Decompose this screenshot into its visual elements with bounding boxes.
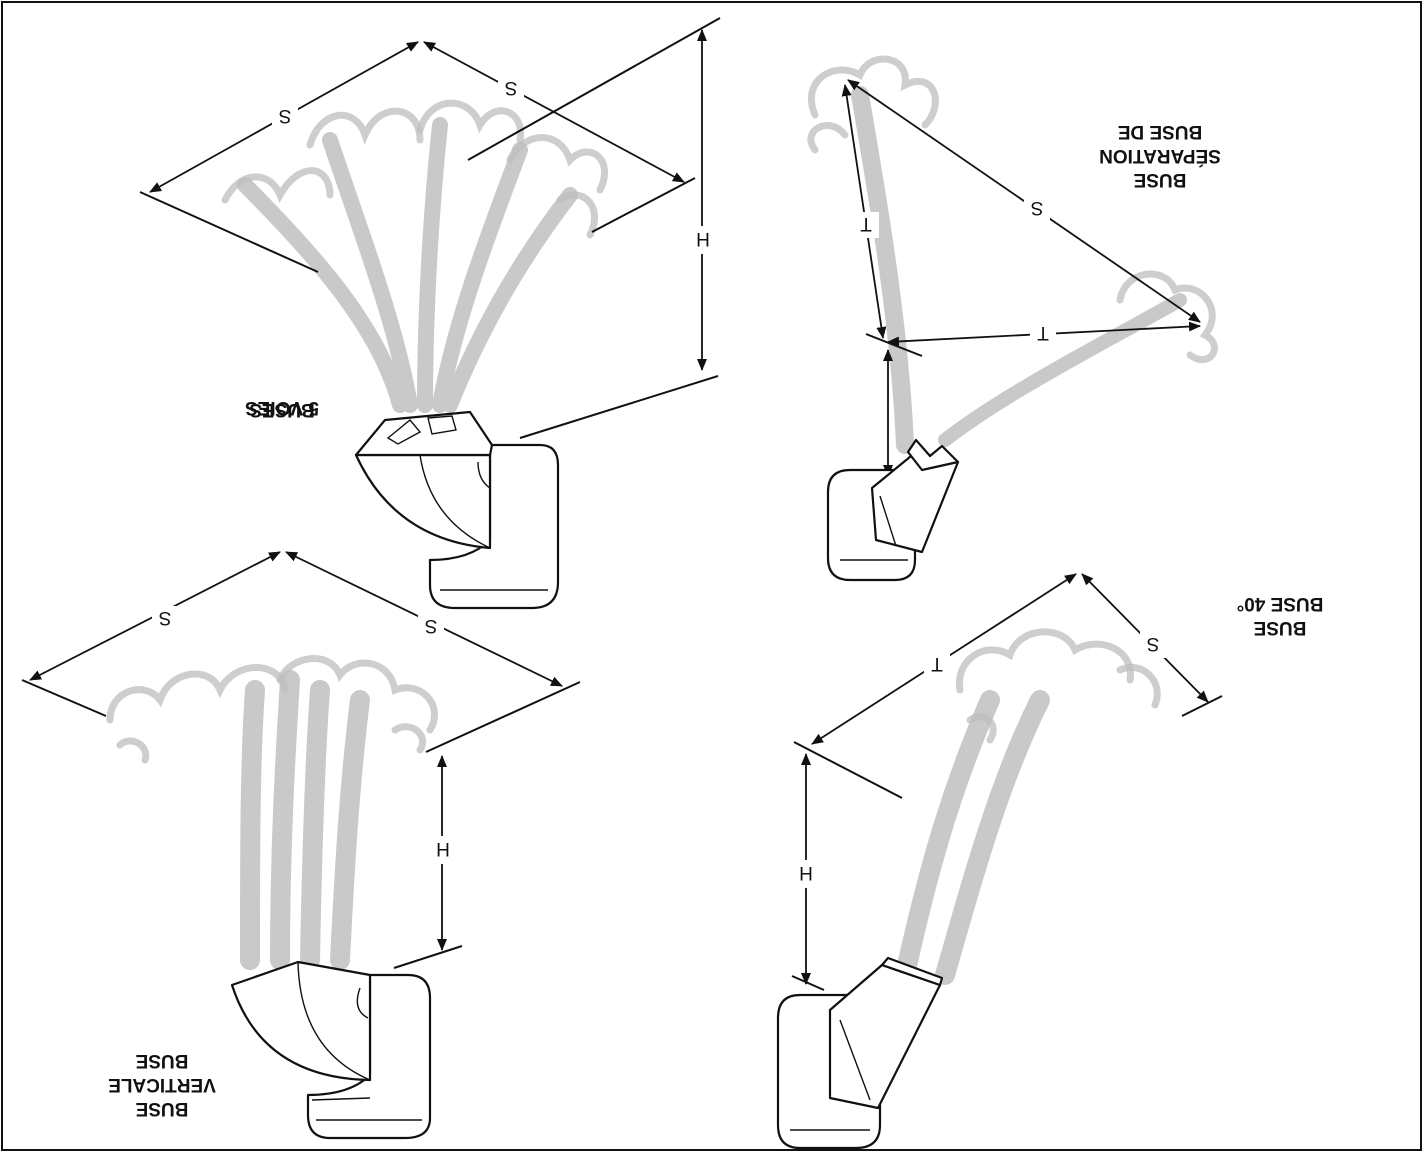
five-way-extension-left — [139, 191, 319, 273]
forty-degree-nozzle-body — [776, 956, 944, 1150]
separation-base-tick — [865, 333, 923, 357]
vertical-extension-right — [425, 681, 581, 753]
vertical-nozzle-group: S S H BUSE VERTICALE BUSE — [21, 551, 581, 1140]
forty-degree-extension-right — [1181, 695, 1223, 717]
forty-degree-extension-top — [793, 741, 903, 799]
five-way-spread-right-arrow — [423, 41, 685, 183]
five-way-name-line1: BUSES — [249, 399, 314, 420]
five-way-extension-right — [591, 177, 696, 233]
separation-nozzle-body — [826, 438, 960, 582]
vertical-extension-bottom — [393, 945, 463, 969]
five-way-height-label: H — [696, 228, 710, 249]
vertical-spread-right-label: S — [425, 615, 438, 636]
separation-spread-label: S — [1031, 197, 1044, 218]
forty-degree-nozzle-group: T S H BUSE 40° BUSE — [776, 573, 1324, 1150]
forty-degree-spread-label: S — [1147, 633, 1160, 654]
five-way-spread-right-label: S — [505, 77, 518, 98]
separation-throw-bottom-label: T — [1037, 322, 1049, 343]
vertical-spread-left-label: S — [159, 607, 172, 628]
forty-degree-height-label: H — [799, 862, 813, 883]
vertical-name-line2: VERTICALE — [108, 1074, 216, 1095]
separation-name-line3: BUSE — [1134, 169, 1187, 190]
five-way-nozzle-group: S S H BUSES 5 VOIES — [139, 17, 721, 610]
five-way-spread-left-label: S — [279, 105, 292, 126]
five-way-name-line2: 5 VOIES — [245, 397, 319, 418]
separation-throw-left-arrow — [841, 84, 887, 339]
vertical-extension-left — [21, 679, 107, 717]
vertical-name-line3: BUSE — [136, 1098, 189, 1119]
vertical-height-label: H — [436, 838, 450, 859]
separation-throw-left-label: T — [860, 213, 872, 234]
forty-degree-name-line1: BUSE 40° — [1237, 593, 1324, 614]
separation-name-line2: SÉPARATION — [1099, 145, 1221, 167]
forty-degree-name-line2: BUSE — [1254, 617, 1307, 638]
vertical-nozzle-body — [230, 960, 432, 1140]
forty-degree-throw-label: T — [931, 653, 943, 674]
five-way-extension-bottom — [519, 375, 719, 439]
separation-nozzle-group: S T T BUSE DE SÉPARATION BUSE — [807, 55, 1221, 582]
separation-name-line1: BUSE DE — [1118, 121, 1202, 142]
vertical-name-line1: BUSE — [136, 1050, 189, 1071]
